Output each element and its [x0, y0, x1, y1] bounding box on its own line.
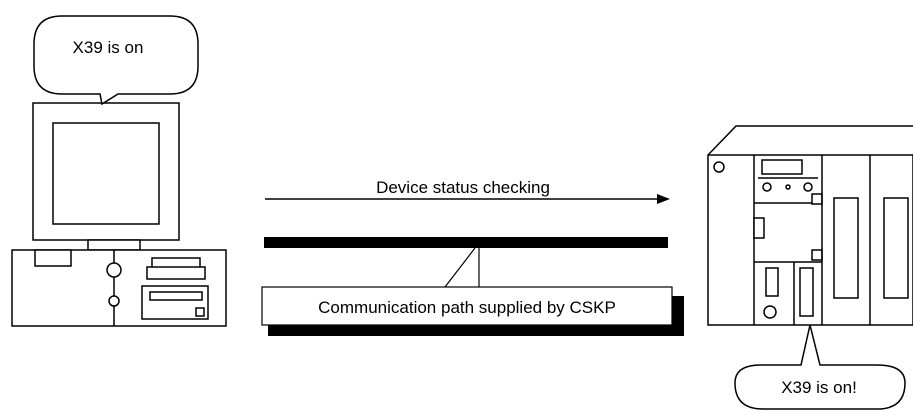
path-leader-line-1: [444, 247, 476, 288]
power-button-icon: [106, 262, 122, 278]
plc-rack-icon: [707, 125, 913, 326]
plc-io-port: [799, 267, 814, 317]
communication-path-label: Communication path supplied by CSKP: [318, 298, 616, 317]
personal-computer-icon: [11, 102, 227, 327]
communication-path-bar: [264, 237, 668, 248]
rack-screw-icon: [713, 161, 725, 173]
monitor-screen: [52, 122, 160, 225]
arrow-label: Device status checking: [376, 178, 550, 197]
plc-callout-text: X39 is on!: [781, 378, 857, 397]
pc-callout-text: X39 is on: [73, 38, 144, 57]
reset-button-icon: [108, 295, 120, 307]
status-check-arrowhead: [657, 194, 670, 204]
cpu-display: [761, 159, 803, 175]
communication-path-label-box: [261, 286, 673, 326]
monitor-stand: [87, 239, 141, 251]
floppy-slot: [34, 249, 72, 267]
pc-callout-bubble: X39 is on: [33, 15, 199, 106]
plc-callout-bubble: X39 is on!: [734, 324, 906, 410]
